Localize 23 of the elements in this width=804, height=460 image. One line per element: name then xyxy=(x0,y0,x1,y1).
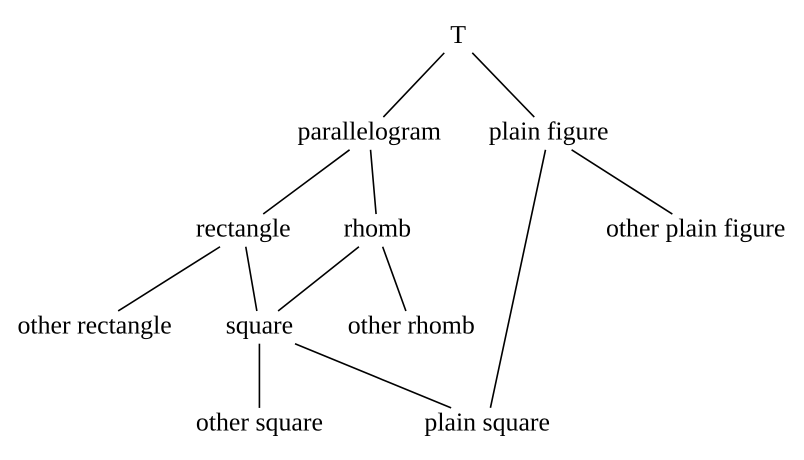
node-text: other plain figure xyxy=(606,213,786,242)
connector xyxy=(490,149,546,408)
node-text: T xyxy=(450,19,466,48)
node-text: other rectangle xyxy=(17,310,172,340)
connector xyxy=(382,52,445,118)
connector xyxy=(258,343,260,408)
node-text: plain square xyxy=(424,407,550,436)
node-text: rectangle xyxy=(196,213,291,242)
node-text: other square xyxy=(196,407,323,436)
connector xyxy=(118,246,220,312)
node-text: parallelogram xyxy=(298,116,442,146)
connector xyxy=(370,149,377,214)
connector xyxy=(278,246,360,312)
connector xyxy=(294,342,452,408)
connector xyxy=(244,246,258,311)
node-text: rhomb xyxy=(344,213,412,242)
node-text: plain figure xyxy=(488,116,609,146)
connector xyxy=(382,246,407,311)
connector xyxy=(262,148,350,214)
node-text: other rhomb xyxy=(348,310,475,340)
connector xyxy=(472,52,535,118)
node-text: square xyxy=(226,310,294,340)
connector xyxy=(571,148,673,214)
